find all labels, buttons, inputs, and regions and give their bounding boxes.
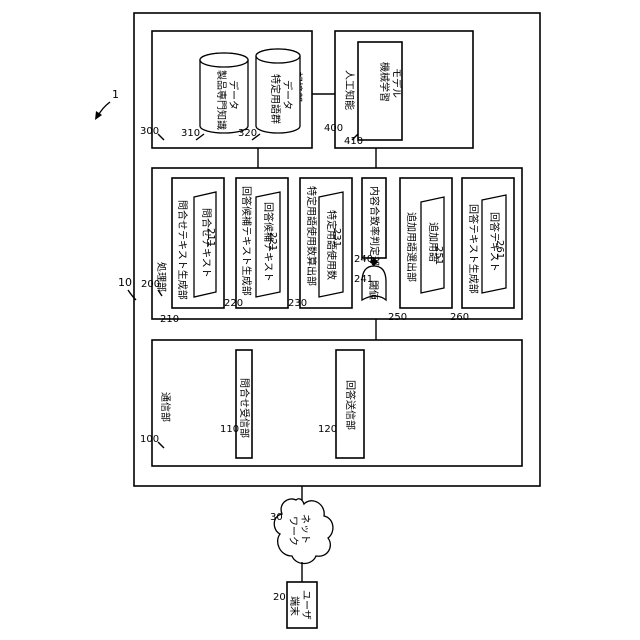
inquiry-receiver-ref: 110: [220, 424, 239, 435]
ml-model-line1: 機械学習: [378, 62, 391, 102]
answer-sender-ref: 120: [318, 424, 337, 435]
term-count-ref: 231: [331, 228, 342, 247]
specific-terms-db-line2: データ: [281, 80, 294, 110]
system-ref: 1: [112, 88, 119, 101]
threshold-ref: 241: [354, 274, 373, 285]
ai-box: [335, 31, 473, 148]
term-count-calculator-ref: 230: [288, 298, 307, 309]
inquiry-text-ref: 211: [205, 228, 216, 247]
specific-terms-db-ref: 320: [238, 128, 257, 139]
product-knowledge-db-line1: 製品専門知識: [215, 70, 228, 130]
specific-terms-db-line1: 特定用語群: [269, 74, 282, 124]
content-match-judge-ref: 240: [354, 254, 373, 265]
inquiry-receiver-label: 問合せ受信部: [238, 378, 251, 438]
ml-model-line2: モデル: [390, 68, 403, 98]
processing-ref: 200: [141, 279, 160, 290]
product-knowledge-db: 製品専門知識 データ: [200, 53, 248, 133]
inquiry-text-generator-ref: 210: [160, 314, 179, 325]
inquiry-text-generator: 問合せテキスト生成部 問合せテキスト 211: [172, 178, 224, 308]
term-count-calculator: 特定用語使用数算出部 特定用語使用数 231: [300, 178, 352, 308]
ai-ref: 400: [324, 123, 343, 134]
server-ref: 10: [118, 276, 132, 289]
candidate-text-ref: 221: [267, 232, 278, 251]
candidate-text-generator: 回答候補テキスト生成部 回答候補テキスト 221: [236, 178, 288, 308]
product-knowledge-db-ref: 310: [181, 128, 200, 139]
additional-term-ref: 251: [433, 246, 444, 265]
network-line1: ネット: [299, 514, 311, 544]
specific-terms-db: 特定用語群 データ: [256, 49, 300, 133]
ai-label: 人工知能: [343, 70, 356, 110]
additional-term-selector: 追加用語選出部 追加用語 251: [400, 178, 452, 308]
answer-text-ref: 261: [494, 240, 505, 259]
user-terminal-line2: 端末: [288, 596, 301, 616]
answer-text-generator-title: 回答テキスト生成部: [467, 204, 480, 294]
term-count-calculator-title: 特定用語使用数算出部: [305, 186, 318, 286]
system-ref-arrowhead: [95, 111, 102, 120]
additional-term-selector-title: 追加用語選出部: [405, 212, 418, 282]
product-knowledge-db-line2: データ: [227, 80, 240, 110]
user-terminal-line1: ユーザ: [300, 590, 312, 620]
additional-term-selector-ref: 250: [388, 312, 407, 323]
candidate-text-generator-title: 回答候補テキスト生成部: [240, 186, 253, 296]
answer-text-generator: 回答テキスト生成部 回答テキスト 261: [462, 178, 514, 308]
user-terminal-ref: 20: [273, 592, 286, 603]
communication-label: 通信部: [159, 392, 172, 422]
candidate-text-generator-ref: 220: [224, 298, 243, 309]
communication-ref: 100: [140, 434, 159, 445]
network-line2: ワーク: [287, 516, 299, 546]
network-ref: 30: [270, 512, 283, 523]
inquiry-text-generator-title: 問合せテキスト生成部: [176, 200, 189, 300]
answer-text-generator-ref: 260: [450, 312, 469, 323]
storage-ref: 300: [140, 126, 159, 137]
answer-sender-label: 回答送信部: [344, 380, 357, 430]
